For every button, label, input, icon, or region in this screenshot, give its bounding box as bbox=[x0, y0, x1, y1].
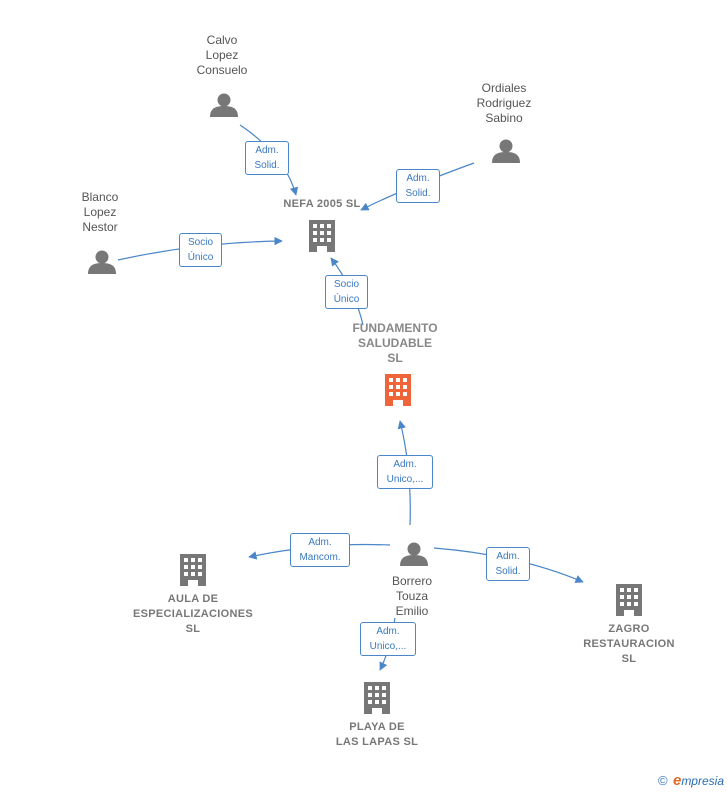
edge-label-ordiales-nefa[interactable]: Adm. Solid. bbox=[396, 169, 440, 203]
edge-label-calvo-nefa[interactable]: Adm. Solid. bbox=[245, 141, 289, 175]
edge-label-fundamento-nefa[interactable]: Socio Único bbox=[325, 275, 368, 309]
main-building-icon[interactable] bbox=[385, 374, 411, 406]
building-icon[interactable] bbox=[616, 584, 642, 616]
node-label-ordiales[interactable]: Ordiales Rodriguez Sabino bbox=[476, 81, 532, 125]
node-label-aula[interactable]: AULA DE ESPECIALIZACIONES SL bbox=[132, 593, 253, 635]
node-label-nefa[interactable]: NEFA 2005 SL bbox=[283, 198, 361, 210]
copyright-icon: © bbox=[658, 773, 668, 788]
node-label-calvo[interactable]: Calvo Lopez Consuelo bbox=[196, 33, 248, 77]
brand-name: mpresia bbox=[681, 774, 724, 788]
edge-label-blanco-nefa[interactable]: Socio Único bbox=[179, 233, 222, 267]
brand-initial: e bbox=[672, 772, 682, 789]
node-label-blanco[interactable]: Blanco Lopez Nestor bbox=[81, 190, 119, 234]
edge-label-borrero-fundamento[interactable]: Adm. Unico,... bbox=[377, 455, 433, 489]
person-icon[interactable] bbox=[88, 250, 116, 275]
edge-label-borrero-aula[interactable]: Adm. Mancom. bbox=[290, 533, 350, 567]
brand-footer[interactable]: © empresia bbox=[658, 772, 724, 789]
building-icon[interactable] bbox=[309, 220, 335, 252]
node-label-playa[interactable]: PLAYA DE LAS LAPAS SL bbox=[335, 721, 419, 748]
edge-label-borrero-zagro[interactable]: Adm. Solid. bbox=[486, 547, 530, 581]
person-icon[interactable] bbox=[210, 93, 238, 118]
building-icon[interactable] bbox=[180, 554, 206, 586]
person-icon[interactable] bbox=[492, 139, 520, 164]
edge-label-borrero-playa[interactable]: Adm. Unico,... bbox=[360, 622, 416, 656]
person-icon[interactable] bbox=[400, 542, 428, 567]
node-label-zagro[interactable]: ZAGRO RESTAURACION SL bbox=[583, 623, 675, 665]
node-label-fundamento[interactable]: FUNDAMENTO SALUDABLE SL bbox=[352, 321, 438, 365]
node-label-borrero[interactable]: Borrero Touza Emilio bbox=[391, 574, 432, 618]
building-icon[interactable] bbox=[364, 682, 390, 714]
